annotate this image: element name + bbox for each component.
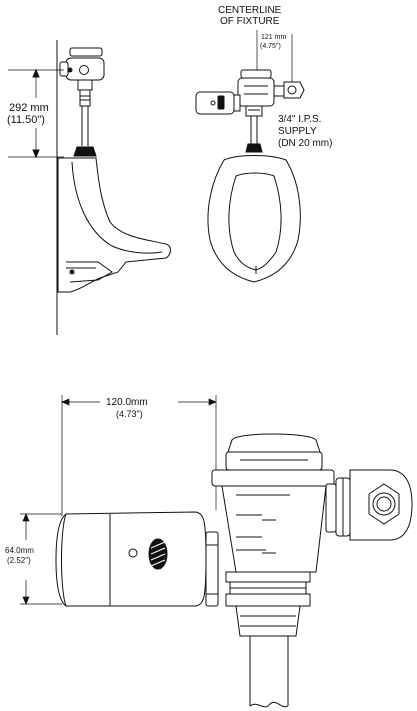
detail-view bbox=[20, 395, 413, 708]
front-view-spud bbox=[245, 143, 263, 153]
side-view bbox=[8, 40, 171, 335]
urinal-side-profile bbox=[57, 157, 171, 293]
width-dimension-in: (4.73") bbox=[116, 409, 143, 419]
supply-label-3: (DN 20 mm) bbox=[278, 138, 332, 149]
height-dimension bbox=[8, 68, 64, 159]
supply-connection bbox=[325, 469, 413, 541]
side-view-valve bbox=[59, 47, 105, 107]
flush-tube-outlet bbox=[249, 636, 289, 708]
urinal-trap bbox=[66, 261, 113, 283]
width-dimension bbox=[61, 395, 217, 516]
centerline-label-2: OF FIXTURE bbox=[220, 16, 280, 27]
urinal-inner-bowl bbox=[71, 161, 163, 254]
front-view bbox=[195, 30, 305, 283]
sensor-module bbox=[55, 511, 219, 607]
sensor-height-dimension-mm: 64.0mm bbox=[5, 546, 34, 555]
sensor-height-dimension-in: (2.52") bbox=[7, 556, 31, 565]
supply-label-1: 3/4" I.P.S. bbox=[278, 114, 321, 125]
sensor-eye bbox=[128, 548, 138, 558]
side-view-flush-tube bbox=[81, 106, 89, 146]
front-view-flush-tube bbox=[250, 116, 258, 144]
offset-dimension-in: (4.75") bbox=[260, 43, 281, 50]
height-dimension-in: (11.50") bbox=[7, 114, 45, 126]
side-view-spud bbox=[73, 146, 97, 157]
width-dimension-mm: 120.0mm bbox=[106, 397, 148, 408]
sensor-height-dimension bbox=[20, 513, 62, 605]
urinal-front-outline bbox=[207, 155, 301, 283]
supply-label-2: SUPPLY bbox=[278, 126, 317, 137]
urinal-front-inner bbox=[228, 172, 282, 271]
height-dimension-mm: 292 mm bbox=[9, 102, 49, 114]
front-view-valve bbox=[195, 69, 305, 117]
valve-body bbox=[211, 433, 335, 637]
centerline-label-1: CENTERLINE bbox=[218, 5, 282, 16]
offset-dimension-mm: 121 mm bbox=[261, 34, 286, 41]
